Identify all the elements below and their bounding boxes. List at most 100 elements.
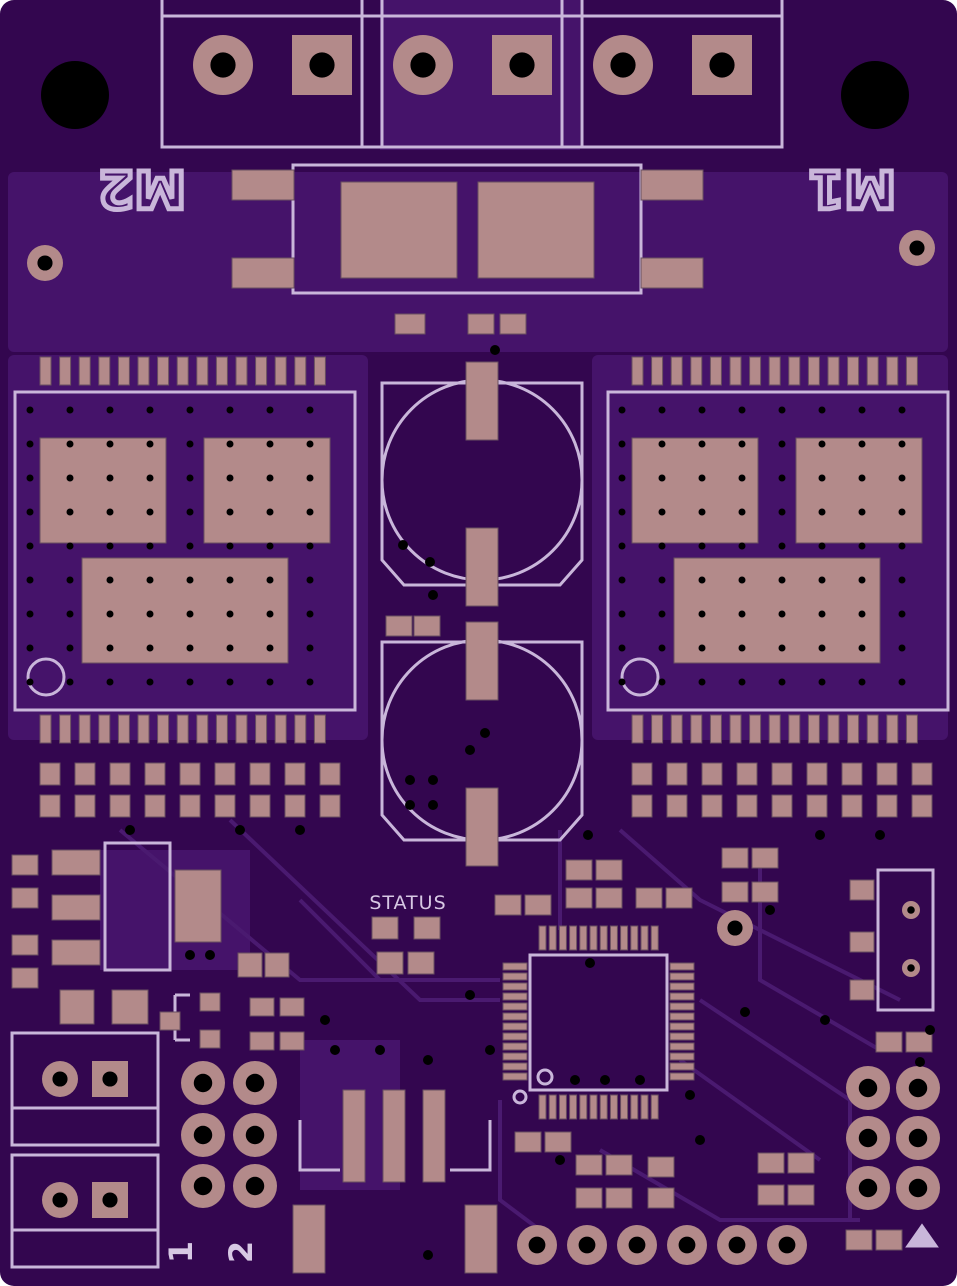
thermal-via [858,678,866,686]
thermal-via [618,440,626,448]
thermal-via [186,474,194,482]
thermal-via [898,678,906,686]
smd-pad [159,1011,181,1031]
drill-hole [245,1073,265,1093]
smd-pad [413,916,441,940]
ic-pin [651,356,664,386]
mcu-pin [502,1012,528,1021]
via [405,775,415,785]
ic-pin [78,356,91,386]
mcu-pin [569,925,578,951]
passive-pad [806,762,828,786]
smd-pad [237,952,263,978]
passive-pad [249,762,271,786]
thermal-via [618,542,626,550]
thermal-via [818,474,826,482]
thermal-via [618,406,626,414]
smd-pad [845,1229,873,1251]
thermal-via [26,542,34,550]
regulator-tab [174,869,222,943]
thermal-via [778,440,786,448]
drill-hole [709,52,735,78]
smd-pad [11,854,39,876]
drill-hole [102,1192,118,1208]
thermal-via [106,542,114,550]
smd-pad [640,257,704,289]
thermal-via [818,576,826,584]
via [585,958,595,968]
thermal-via [66,508,74,516]
ic-pin [690,356,703,386]
via [405,800,415,810]
thermal-via [658,644,666,652]
passive-pad [911,794,933,818]
thermal-via [658,576,666,584]
svg-text:2: 2 [222,1241,260,1263]
thermal-via [106,406,114,414]
mcu-pin [669,1062,695,1071]
mcu-pin [609,925,618,951]
thermal-via [306,644,314,652]
drill-hole [778,1236,796,1254]
passive-pad [249,794,271,818]
ic-pin [235,714,248,744]
ic-pin [827,356,840,386]
drill-hole [858,1128,878,1148]
thermal-via [66,678,74,686]
via [320,1015,330,1025]
drill-hole [52,1192,68,1208]
thermal-via [146,440,154,448]
smd-pad [665,887,693,909]
smd-pad [787,1184,815,1206]
thermal-via [698,576,706,584]
drill-hole [410,52,436,78]
thermal-via [226,440,234,448]
thermal-via [778,542,786,550]
thermal-via [186,610,194,618]
smd-pad [51,894,101,921]
smd-pad [635,887,663,909]
thermal-via [698,508,706,516]
smd-pad [394,313,426,335]
thermal-via [778,610,786,618]
thermal-via [818,406,826,414]
passive-pad [736,762,758,786]
mcu-pin [640,925,649,951]
thermal-via [778,678,786,686]
thermal-via [266,508,274,516]
passive-pad [319,794,341,818]
mcu-pin [669,982,695,991]
ic-pin [827,714,840,744]
smd-pad [605,1154,633,1176]
thermal-via [26,474,34,482]
thermal-via [26,576,34,584]
mcu-pin [669,972,695,981]
via [428,775,438,785]
svg-text:1: 1 [162,1241,200,1263]
smd-pad [595,859,623,881]
ic-pin [313,356,326,386]
ic-pin [866,356,879,386]
drill-hole [907,906,915,914]
smd-pad [385,615,413,637]
via [583,830,593,840]
smd-pad [647,1187,675,1209]
cap-pad [465,621,499,701]
ic-pin [157,356,170,386]
thermal-via [698,542,706,550]
smd-pad [231,257,295,289]
smd-pad [249,1031,275,1051]
smd-pad [11,934,39,956]
passive-pad [771,794,793,818]
drill-hole [908,1078,928,1098]
thermal-via [698,440,706,448]
ic-pin [255,356,268,386]
smd-pad [721,847,749,869]
mcu-pin [502,992,528,1001]
passive-pad [666,794,688,818]
ic-pin [98,714,111,744]
mcu-pin [558,1094,567,1120]
ic-pin [905,356,918,386]
mcu-pin [640,1094,649,1120]
thermal-via [226,576,234,584]
